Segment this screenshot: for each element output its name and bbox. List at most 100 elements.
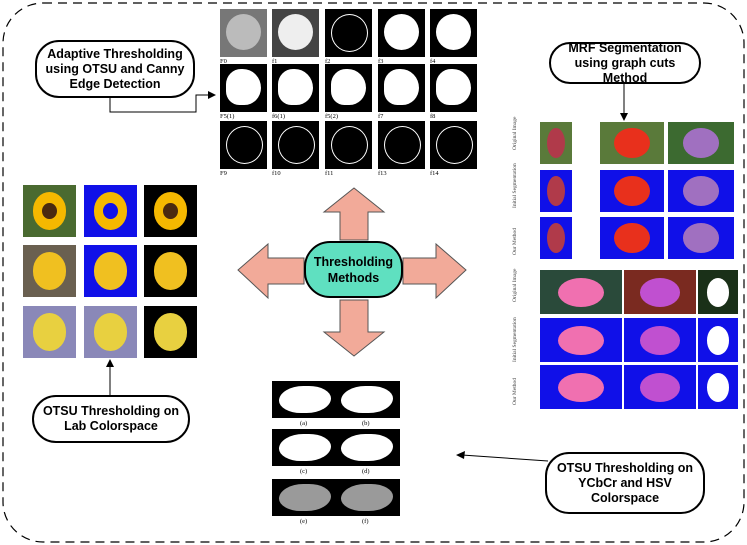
leaf-shape bbox=[278, 14, 313, 50]
leaf-shape bbox=[331, 126, 368, 164]
connector-ycbcr bbox=[461, 454, 549, 462]
adaptive-tile bbox=[325, 121, 372, 169]
flower-shape bbox=[32, 192, 67, 230]
flower-shape bbox=[558, 372, 604, 402]
lab-image bbox=[84, 185, 137, 237]
mrf-image bbox=[624, 318, 696, 362]
leaf-shape bbox=[278, 434, 332, 461]
adaptive-tile bbox=[220, 121, 267, 169]
adaptive-line2: using OTSU and Canny bbox=[45, 61, 185, 76]
mrf-image bbox=[600, 170, 664, 212]
ycbcr-tile bbox=[272, 479, 338, 516]
adaptive-caption: f14 bbox=[430, 170, 439, 177]
mrf-image bbox=[624, 365, 696, 409]
leaf-shape bbox=[331, 69, 366, 105]
flower-shape bbox=[706, 325, 730, 355]
lab-image bbox=[84, 245, 137, 297]
mrf-image bbox=[668, 170, 734, 212]
leaf-shape bbox=[436, 69, 471, 105]
leaf-shape bbox=[384, 69, 419, 105]
arrow-right bbox=[402, 242, 467, 300]
flower-shape bbox=[682, 222, 720, 254]
leaf-shape bbox=[436, 14, 471, 50]
flower-shape bbox=[32, 313, 67, 351]
flower-shape bbox=[93, 252, 128, 290]
flower-shape bbox=[547, 127, 565, 159]
lab-image bbox=[23, 245, 76, 297]
adaptive-tile bbox=[325, 9, 372, 57]
ycbcr-tile bbox=[334, 479, 400, 516]
adaptive-line1: Adaptive Thresholding bbox=[47, 46, 183, 61]
flower-center bbox=[163, 202, 178, 220]
flower-shape bbox=[639, 372, 681, 402]
flower-shape bbox=[682, 127, 720, 159]
mrf-image bbox=[668, 122, 734, 164]
flower-shape bbox=[153, 192, 188, 230]
leaf-shape bbox=[340, 386, 394, 413]
flower-shape bbox=[547, 222, 565, 254]
mrf-label-our-2: Our Method bbox=[512, 377, 518, 405]
mrf-image bbox=[540, 217, 572, 259]
adaptive-caption: f10 bbox=[272, 170, 281, 177]
flower-shape bbox=[93, 192, 128, 230]
adaptive-caption: f7 bbox=[378, 113, 384, 120]
adaptive-caption: F9 bbox=[220, 170, 227, 177]
adaptive-tile bbox=[272, 121, 319, 169]
mrf-image bbox=[540, 270, 622, 314]
ycbcr-caption: (e) bbox=[300, 518, 308, 525]
adaptive-tile bbox=[378, 64, 425, 112]
lab-image bbox=[23, 306, 76, 358]
adaptive-tile bbox=[430, 64, 477, 112]
mrf-image bbox=[540, 170, 572, 212]
otsu-lab-line1: OTSU Thresholding on bbox=[42, 404, 180, 418]
flower-shape bbox=[706, 372, 730, 402]
ycbcr-caption: (c) bbox=[300, 468, 308, 475]
leaf-shape bbox=[340, 484, 394, 511]
adaptive-tile bbox=[378, 9, 425, 57]
mrf-image bbox=[698, 270, 738, 314]
thresholding-methods-node: Thresholding Methods bbox=[304, 241, 403, 298]
mrf-image bbox=[540, 122, 572, 164]
adaptive-caption: f6(1) bbox=[272, 113, 285, 120]
mrf-image bbox=[698, 318, 738, 362]
flower-shape bbox=[547, 175, 565, 207]
arrow-down bbox=[322, 299, 386, 357]
adaptive-caption: f5(2) bbox=[325, 113, 338, 120]
mrf-callout: MRF Segmentation using graph cuts Method bbox=[549, 40, 701, 85]
ycbcr-caption: (a) bbox=[300, 420, 308, 427]
adaptive-caption: f4 bbox=[430, 58, 436, 65]
adaptive-tile bbox=[325, 64, 372, 112]
mrf-image bbox=[540, 318, 622, 362]
adaptive-tile bbox=[272, 9, 319, 57]
mrf-image bbox=[540, 365, 622, 409]
adaptive-tile bbox=[430, 9, 477, 57]
mrf-label-original-1: Original Image bbox=[512, 116, 518, 150]
flower-center bbox=[42, 202, 57, 220]
leaf-shape bbox=[226, 69, 261, 105]
flower-shape bbox=[682, 175, 720, 207]
leaf-shape bbox=[226, 14, 261, 50]
lab-image bbox=[144, 245, 197, 297]
adaptive-callout: Adaptive Thresholding using OTSU and Can… bbox=[35, 40, 195, 98]
flower-shape bbox=[706, 277, 730, 307]
leaf-shape bbox=[384, 14, 419, 50]
flower-shape bbox=[614, 127, 650, 159]
adaptive-caption: f2 bbox=[325, 58, 331, 65]
adaptive-caption: f3 bbox=[378, 58, 384, 65]
flower-shape bbox=[153, 252, 188, 290]
mrf-line1: MRF Segmentation bbox=[568, 40, 682, 55]
ycbcr-tile bbox=[334, 429, 400, 466]
adaptive-caption: f8 bbox=[430, 113, 436, 120]
adaptive-caption: f1 bbox=[272, 58, 278, 65]
leaf-shape bbox=[278, 484, 332, 511]
mrf-image bbox=[624, 270, 696, 314]
ycbcr-caption: (d) bbox=[362, 468, 370, 475]
ycbcr-tile bbox=[272, 381, 338, 418]
center-line2: Methods bbox=[327, 270, 380, 285]
adaptive-tile bbox=[220, 64, 267, 112]
adaptive-line3: Edge Detection bbox=[69, 76, 161, 91]
otsu-lab-line2: Lab Colorspace bbox=[64, 419, 158, 433]
mrf-image bbox=[600, 122, 664, 164]
flower-shape bbox=[153, 313, 188, 351]
